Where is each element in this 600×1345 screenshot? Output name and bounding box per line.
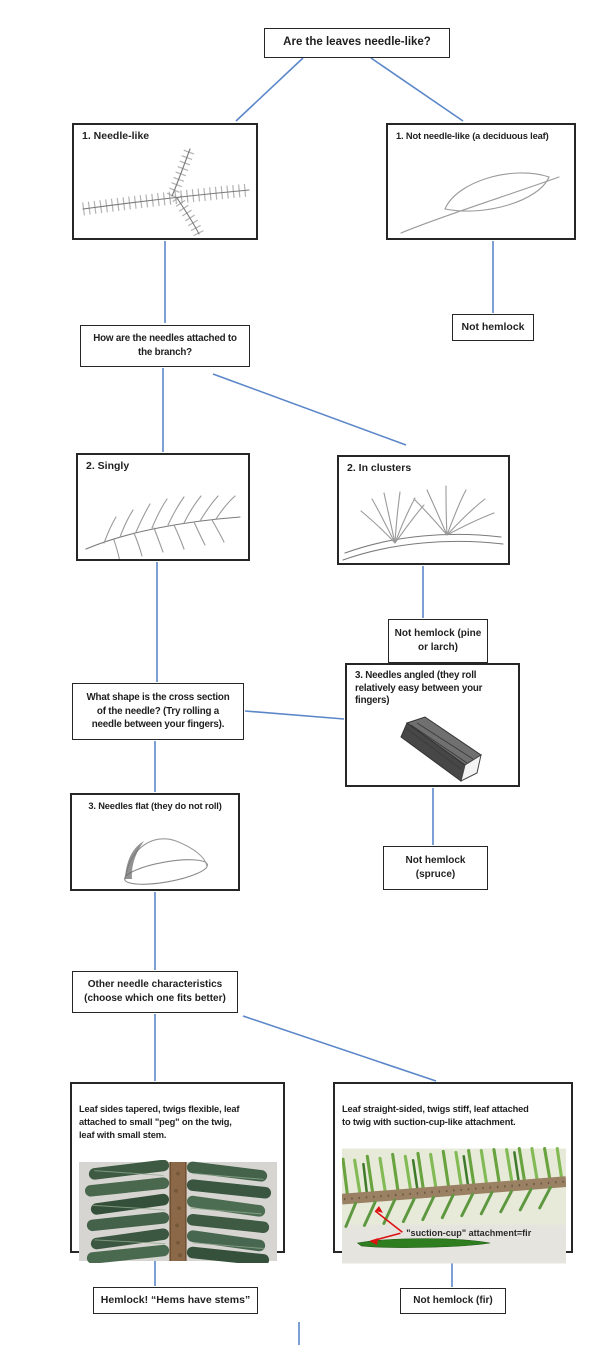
hemlock-result-box: Hemlock! “Hems have stems” [93, 1287, 258, 1314]
singly-box: 2. Singly [76, 453, 250, 561]
clusters-label: 2. In clusters [347, 462, 412, 474]
hemlock-traits-label: Leaf sides tapered, twigs flexible, leaf… [79, 1104, 240, 1140]
clusters-box: 2. In clusters [337, 455, 510, 565]
needle-branch-sketch [82, 147, 250, 237]
needles-angled-box: 3. Needles angled (they roll relatively … [345, 663, 520, 787]
deciduous-leaf-sketch [400, 172, 560, 234]
not-hemlock-spruce-box: Not hemlock (spruce) [383, 846, 488, 890]
hemlock-traits-box: Leaf sides tapered, twigs flexible, leaf… [70, 1082, 285, 1263]
singly-label: 2. Singly [86, 460, 130, 472]
needle-like-box: 1. Needle-like [72, 123, 258, 240]
hemlock-branch-photo [79, 1159, 277, 1263]
question-cross-section-box: What shape is the cross section of the n… [72, 683, 244, 740]
question-needle-like-box: Are the leaves needle-like? [264, 28, 450, 58]
fir-traits-box: Leaf straight-sided, twigs stiff, leaf a… [333, 1082, 573, 1264]
needles-flat-box: 3. Needles flat (they do not roll) [70, 793, 240, 891]
not-hemlock-fir-box: Not hemlock (fir) [400, 1288, 506, 1314]
not-hemlock-box: Not hemlock [452, 314, 534, 341]
clustered-needles-sketch [342, 485, 504, 561]
not-needle-like-label: 1. Not needle-like (a deciduous leaf) [396, 131, 549, 141]
not-hemlock-pine-box: Not hemlock (pine or larch) [388, 619, 488, 663]
flat-needle-cross-section-sketch [124, 838, 208, 885]
needle-like-label: 1. Needle-like [82, 130, 150, 142]
fir-photo-annotation: "suction-cup" attachment=fir [406, 1228, 531, 1238]
question-other-characteristics-box: Other needle characteristics (choose whi… [72, 971, 238, 1013]
question-attachment-box: How are the needles attached to the bran… [80, 325, 250, 367]
needles-angled-label: 3. Needles angled (they roll relatively … [355, 670, 483, 707]
angled-needle-cross-section-sketch [400, 716, 482, 782]
fir-traits-label: Leaf straight-sided, twigs stiff, leaf a… [342, 1104, 529, 1128]
not-needle-like-box: 1. Not needle-like (a deciduous leaf) [386, 123, 576, 240]
needles-flat-label: 3. Needles flat (they do not roll) [88, 801, 222, 811]
fir-branch-photo: "suction-cup" attachment=fir [342, 1147, 566, 1264]
single-needles-sketch [85, 495, 241, 559]
